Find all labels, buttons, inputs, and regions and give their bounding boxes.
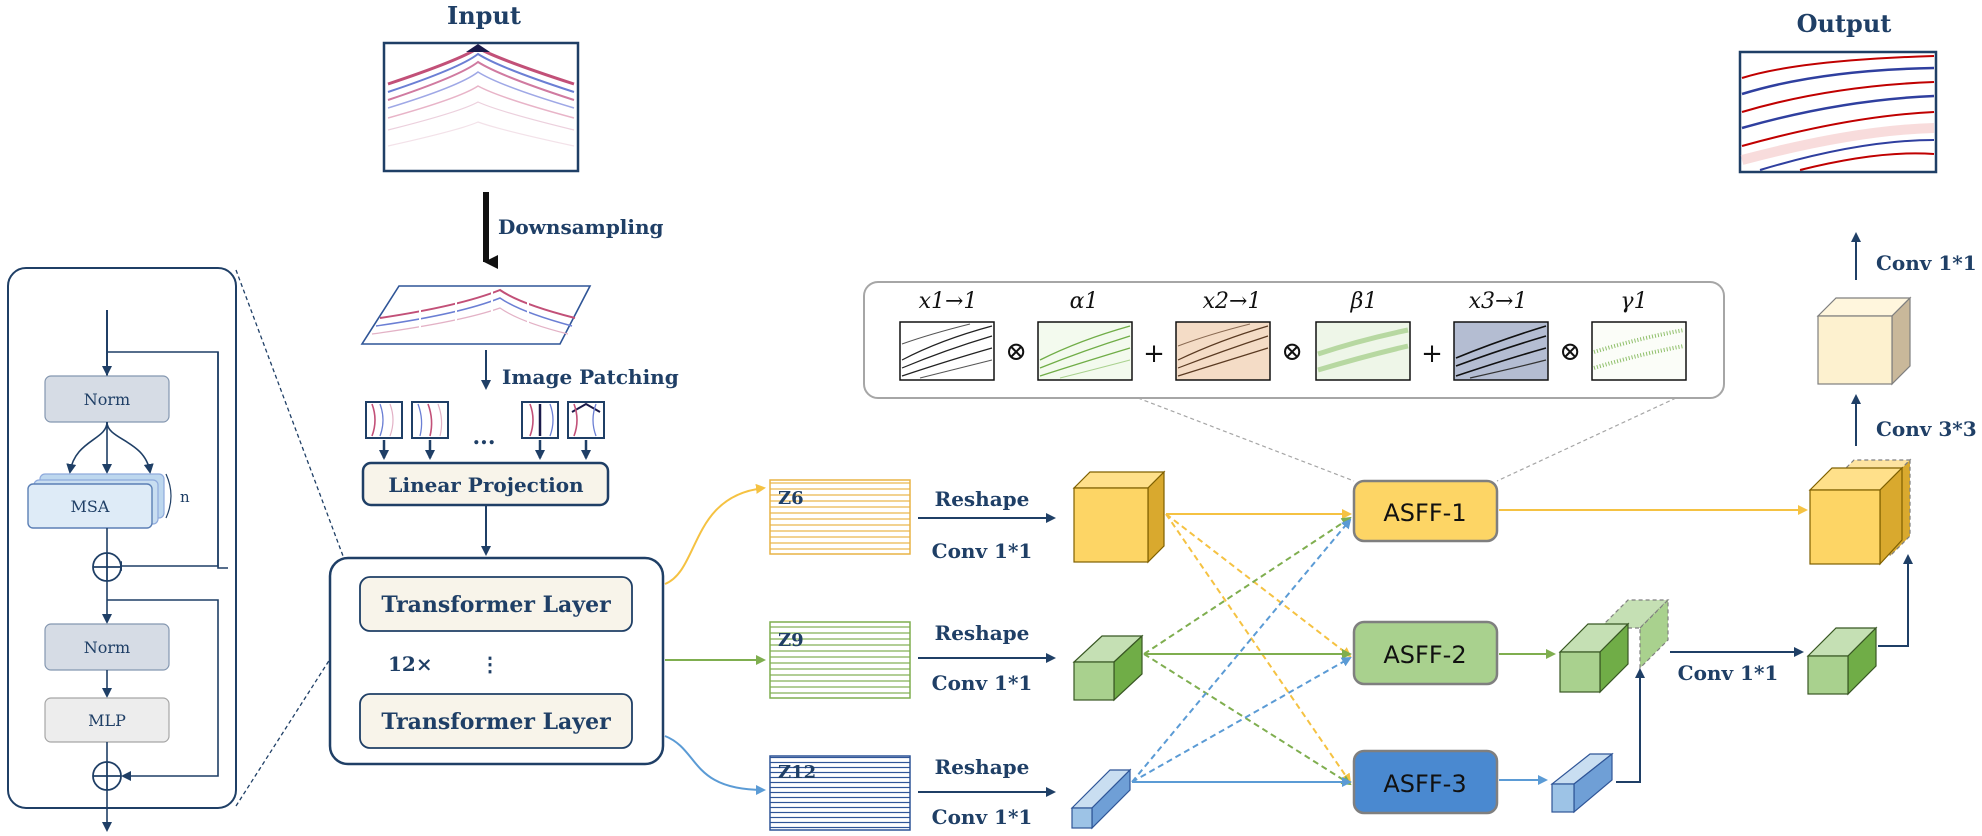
- head-cube: [1816, 296, 1912, 386]
- msa-repeat-label: n: [180, 488, 190, 506]
- feature-map-x31: [1453, 321, 1549, 381]
- output-title: Output: [1797, 9, 1892, 38]
- input-title: Input: [447, 1, 521, 30]
- asff-3-box: [1352, 749, 1499, 815]
- linear-projection-label: Linear Projection: [388, 473, 584, 497]
- repeat-label: 12×: [388, 652, 433, 676]
- linear-projection-box: [361, 461, 610, 507]
- output-cube-level3: [1550, 752, 1614, 814]
- token-map-z12: Z12: [769, 755, 911, 831]
- vertical-ellipsis: ⋮: [480, 652, 500, 676]
- fused-cube: [1808, 458, 1912, 566]
- svg-text:Conv 1*1: Conv 1*1: [932, 671, 1033, 695]
- mlp-label: MLP: [88, 711, 126, 730]
- image-patches: ...: [365, 401, 605, 450]
- token-label-z12: Z12: [778, 762, 816, 783]
- formula-x31: x3→1: [1469, 289, 1528, 314]
- patch-2: [411, 401, 449, 439]
- svg-text:Reshape: Reshape: [935, 755, 1030, 779]
- formula-times-1: ⊗: [1005, 337, 1027, 367]
- asff-1-label: ASFF-1: [1383, 499, 1466, 527]
- norm-label-2: Norm: [84, 638, 130, 657]
- asff-formula: x1→1 α1 x2→1 β1 x3→1 γ1 ⊗ +: [863, 281, 1725, 399]
- msa-box: [27, 483, 153, 529]
- feature-map-alpha: [1037, 321, 1133, 381]
- feature-map-x21: [1175, 321, 1271, 381]
- transformer-layer-label-top: Transformer Layer: [381, 592, 611, 618]
- residual-add-2: [92, 761, 122, 791]
- token-label-z9: Z9: [778, 630, 804, 651]
- reshape-op-1: Reshape Conv 1*1: [918, 487, 1056, 563]
- formula-beta: β1: [1350, 289, 1378, 314]
- feature-map-gamma: [1591, 321, 1687, 381]
- formula-times-2: ⊗: [1281, 337, 1303, 367]
- formula-x11: x1→1: [919, 289, 978, 314]
- token-map-z6: Z6: [769, 479, 911, 555]
- patch-1: [365, 401, 403, 439]
- feature-cube-level3: [1070, 768, 1132, 830]
- formula-gamma: γ1: [1620, 289, 1647, 314]
- downsampled-image: [360, 285, 592, 345]
- svg-text:Conv 1*1: Conv 1*1: [932, 805, 1033, 829]
- token-map-z9: Z9: [769, 621, 911, 699]
- feature-map-beta: [1315, 321, 1411, 381]
- norm-label-1: Norm: [84, 390, 130, 409]
- conv33-label: Conv 3*3: [1876, 417, 1977, 441]
- conv11-level2-label: Conv 1*1: [1678, 661, 1779, 685]
- output-image: [1738, 50, 1938, 174]
- formula-plus-2: +: [1421, 339, 1443, 369]
- reshape-op-3: Reshape Conv 1*1: [918, 755, 1056, 829]
- feature-cube-level2: [1072, 634, 1144, 702]
- concat-cube-level2: [1558, 598, 1670, 694]
- formula-plus-1: +: [1143, 339, 1165, 369]
- transformer-layer-bottom: [359, 693, 633, 749]
- encoder-block: Norm MSA n Norm MLP: [7, 267, 237, 832]
- image-patching-label: Image Patching: [502, 365, 679, 389]
- asff-3-label: ASFF-3: [1383, 770, 1466, 798]
- downsampling-label: Downsampling: [498, 215, 664, 239]
- asff-2-box: [1352, 620, 1499, 686]
- transformer-layer-label-bottom: Transformer Layer: [381, 709, 611, 735]
- msa-label: MSA: [71, 497, 110, 516]
- svg-text:Reshape: Reshape: [935, 487, 1030, 511]
- patch-3: [521, 401, 559, 439]
- transformer-layer-top: [359, 576, 633, 632]
- asff-1-box: [1352, 479, 1499, 543]
- formula-x21: x2→1: [1203, 289, 1262, 314]
- cross-scale-connections: [1131, 509, 1352, 787]
- input-image: [382, 41, 580, 173]
- patch-ellipsis: ...: [473, 424, 496, 450]
- formula-times-3: ⊗: [1559, 337, 1581, 367]
- asff-2-label: ASFF-2: [1383, 641, 1466, 669]
- formula-alpha: α1: [1070, 289, 1099, 314]
- conv11-output-label: Conv 1*1: [1876, 251, 1977, 275]
- reduced-cube-level2: [1806, 626, 1878, 696]
- reshape-op-2: Reshape Conv 1*1: [918, 621, 1056, 695]
- patch-4: [567, 401, 605, 439]
- token-label-z6: Z6: [778, 488, 804, 509]
- feature-map-x11: [899, 321, 995, 381]
- svg-text:Conv 1*1: Conv 1*1: [932, 539, 1033, 563]
- svg-text:Reshape: Reshape: [935, 621, 1030, 645]
- feature-cube-level1: [1072, 470, 1166, 564]
- residual-add-1: [92, 552, 122, 582]
